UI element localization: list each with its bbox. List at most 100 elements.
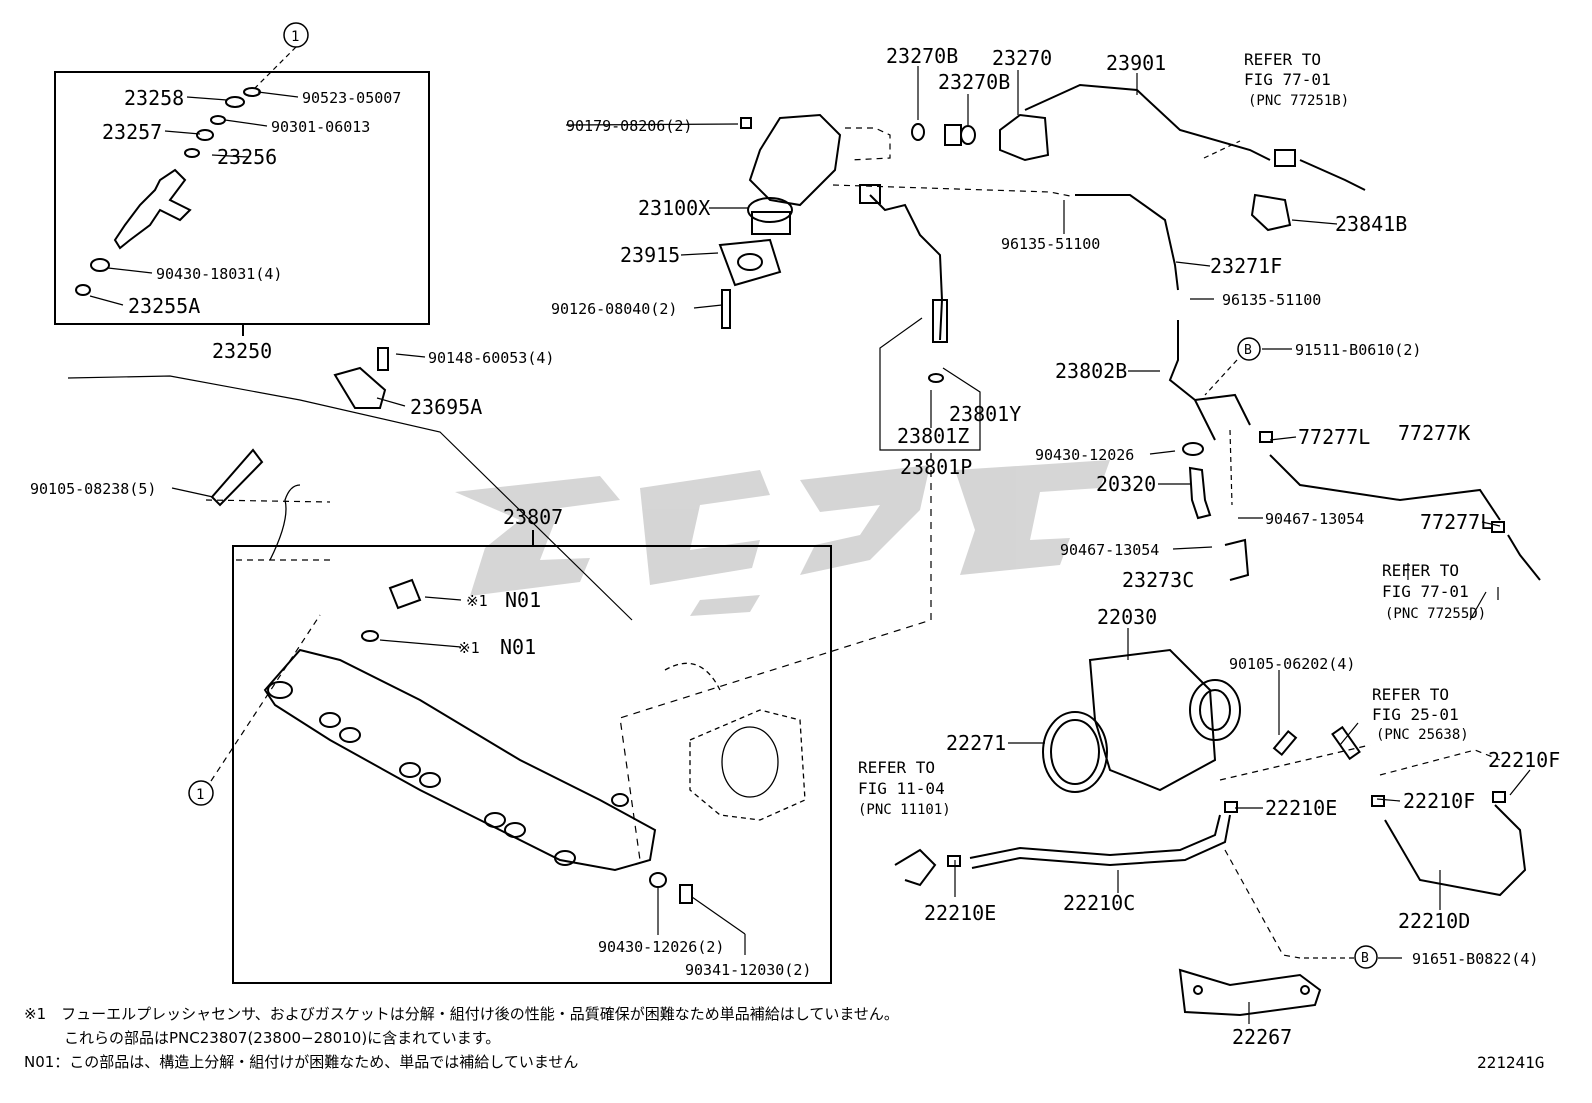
ref2-line3: (PNC 77255D)	[1385, 606, 1486, 622]
label-96135-51100-b: 96135-51100	[1222, 291, 1321, 309]
sensor-23270	[999, 113, 1050, 162]
gasket-22271	[1042, 711, 1108, 793]
label-23257: 23257	[102, 120, 162, 144]
label-90126-08040: 90126-08040(2)	[551, 300, 677, 318]
mark-1-b: ※1	[458, 639, 480, 657]
label-90179-08206: 90179-08206(2)	[566, 117, 692, 135]
ref4-line2: FIG 11-04	[858, 779, 945, 798]
bolt-90341	[679, 884, 693, 904]
label-96135-51100-a: 96135-51100	[1001, 235, 1100, 253]
gasket-90430-12026a	[1182, 442, 1204, 456]
valve-20320	[1188, 466, 1212, 520]
label-23801P: 23801P	[900, 455, 972, 479]
label-23915: 23915	[620, 243, 680, 267]
label-23270B-2: 23270B	[938, 70, 1010, 94]
fuel-rail-23807	[263, 648, 657, 872]
ref3-line2: FIG 25-01	[1372, 705, 1459, 724]
hose-23901	[1024, 83, 1271, 161]
callout-1-top-text: 1	[291, 29, 299, 45]
label-23807: 23807	[503, 505, 563, 529]
footnotes: ※1 フューエルプレッシャセンサ、およびガスケットは分解・組付け後の性能・品質確…	[24, 1005, 1544, 1072]
figure-code: 221241G	[1477, 1053, 1544, 1072]
footnote-line1: ※1 フューエルプレッシャセンサ、およびガスケットは分解・組付け後の性能・品質確…	[24, 1005, 899, 1023]
label-90430-18031: 90430-18031(4)	[156, 265, 282, 283]
ring-23258	[225, 96, 245, 108]
callout-b-top-text: B	[1244, 343, 1252, 358]
gasket-23270B-b	[960, 125, 976, 145]
ref1-line2: FIG 77-01	[1244, 70, 1331, 89]
pressure-sensor-n01	[388, 578, 422, 610]
gasket-90430-12026b	[649, 872, 667, 888]
callout-circle-left	[188, 780, 214, 806]
label-23270B-1: 23270B	[886, 44, 958, 68]
pipe-23801P	[869, 194, 944, 341]
footnote-line3: N01：この部品は、構造上分解・組付けが困難なため、単品では補給していません	[24, 1053, 578, 1071]
injector-kit-box	[54, 71, 430, 325]
label-90523-05007: 90523-05007	[302, 89, 401, 107]
o-ring-90301	[210, 115, 226, 125]
label-90467-13054-b: 90467-13054	[1060, 541, 1159, 559]
label-23695A: 23695A	[410, 395, 482, 419]
label-22267: 22267	[1232, 1025, 1292, 1049]
ref1-line3: (PNC 77251B)	[1248, 93, 1349, 109]
label-23801Y: 23801Y	[949, 402, 1021, 426]
label-77277K: 77277K	[1398, 421, 1470, 445]
gasket-n01	[361, 630, 379, 642]
label-N01-b: N01	[500, 635, 536, 659]
ref1-line1: REFER TO	[1244, 50, 1321, 69]
label-22030: 22030	[1097, 605, 1157, 629]
label-23901: 23901	[1106, 51, 1166, 75]
ref4-line1: REFER TO	[858, 758, 935, 777]
leader-lines	[67, 46, 1531, 1024]
part-labels: 23258 90523-05007 23257 90301-06013 2325…	[30, 29, 1560, 1049]
label-23270: 23270	[992, 46, 1052, 70]
label-23841B: 23841B	[1335, 212, 1407, 236]
label-91651-B0822: 91651-B0822(4)	[1412, 950, 1538, 968]
label-90105-08238: 90105-08238(5)	[30, 480, 156, 498]
label-22271: 22271	[946, 731, 1006, 755]
label-22210F-2: 22210F	[1403, 789, 1475, 813]
pipe-23802B	[1168, 320, 1216, 441]
ring-23801Y	[928, 373, 944, 383]
ref4-line3: (PNC 11101)	[858, 802, 951, 818]
elbow-pnc11101	[894, 848, 937, 887]
label-90148-60053: 90148-60053(4)	[428, 349, 554, 367]
gasket-23915	[718, 238, 782, 287]
hose-22210C	[969, 814, 1221, 859]
bracket-22267	[1178, 968, 1322, 1017]
ring-23256	[184, 148, 200, 158]
hose-22210D	[1384, 804, 1527, 897]
label-23271F: 23271F	[1210, 254, 1282, 278]
o-ring-90523	[243, 87, 261, 97]
label-22210D: 22210D	[1398, 909, 1470, 933]
ref2-line1: REFER TO	[1382, 561, 1459, 580]
label-23258: 23258	[124, 86, 184, 110]
mark-1-a: ※1	[466, 592, 488, 610]
ref3-line1: REFER TO	[1372, 685, 1449, 704]
throttle-body-22030	[1088, 648, 1217, 792]
bolt-90105-06202	[1272, 729, 1298, 757]
label-20320: 20320	[1096, 472, 1156, 496]
label-90430-12026a: 90430-12026	[1035, 446, 1134, 464]
washer-90430-18031	[90, 258, 110, 272]
label-77277L-2: 77277L	[1420, 510, 1492, 534]
label-23273C: 23273C	[1122, 568, 1194, 592]
label-90467-13054-a: 90467-13054	[1265, 510, 1364, 528]
label-N01-a: N01	[505, 588, 541, 612]
label-22210E-2: 22210E	[924, 901, 996, 925]
bolt-90105-08238	[210, 448, 264, 507]
bolt-90148	[377, 347, 389, 371]
gasket-23270B-a	[911, 123, 925, 141]
label-91511-B0610: 91511-B0610(2)	[1295, 341, 1421, 359]
ring-23257	[196, 129, 214, 141]
label-23100X: 23100X	[638, 196, 710, 220]
label-90301-06013: 90301-06013	[271, 118, 370, 136]
pump-23100X	[748, 113, 842, 207]
seal-23255A	[75, 284, 91, 296]
bolt-90179	[740, 117, 752, 129]
label-90430-12026b: 90430-12026(2)	[598, 938, 724, 956]
label-22210E-1: 22210E	[1265, 796, 1337, 820]
hose-23271F	[1075, 194, 1179, 291]
bolt-90126	[721, 289, 731, 329]
